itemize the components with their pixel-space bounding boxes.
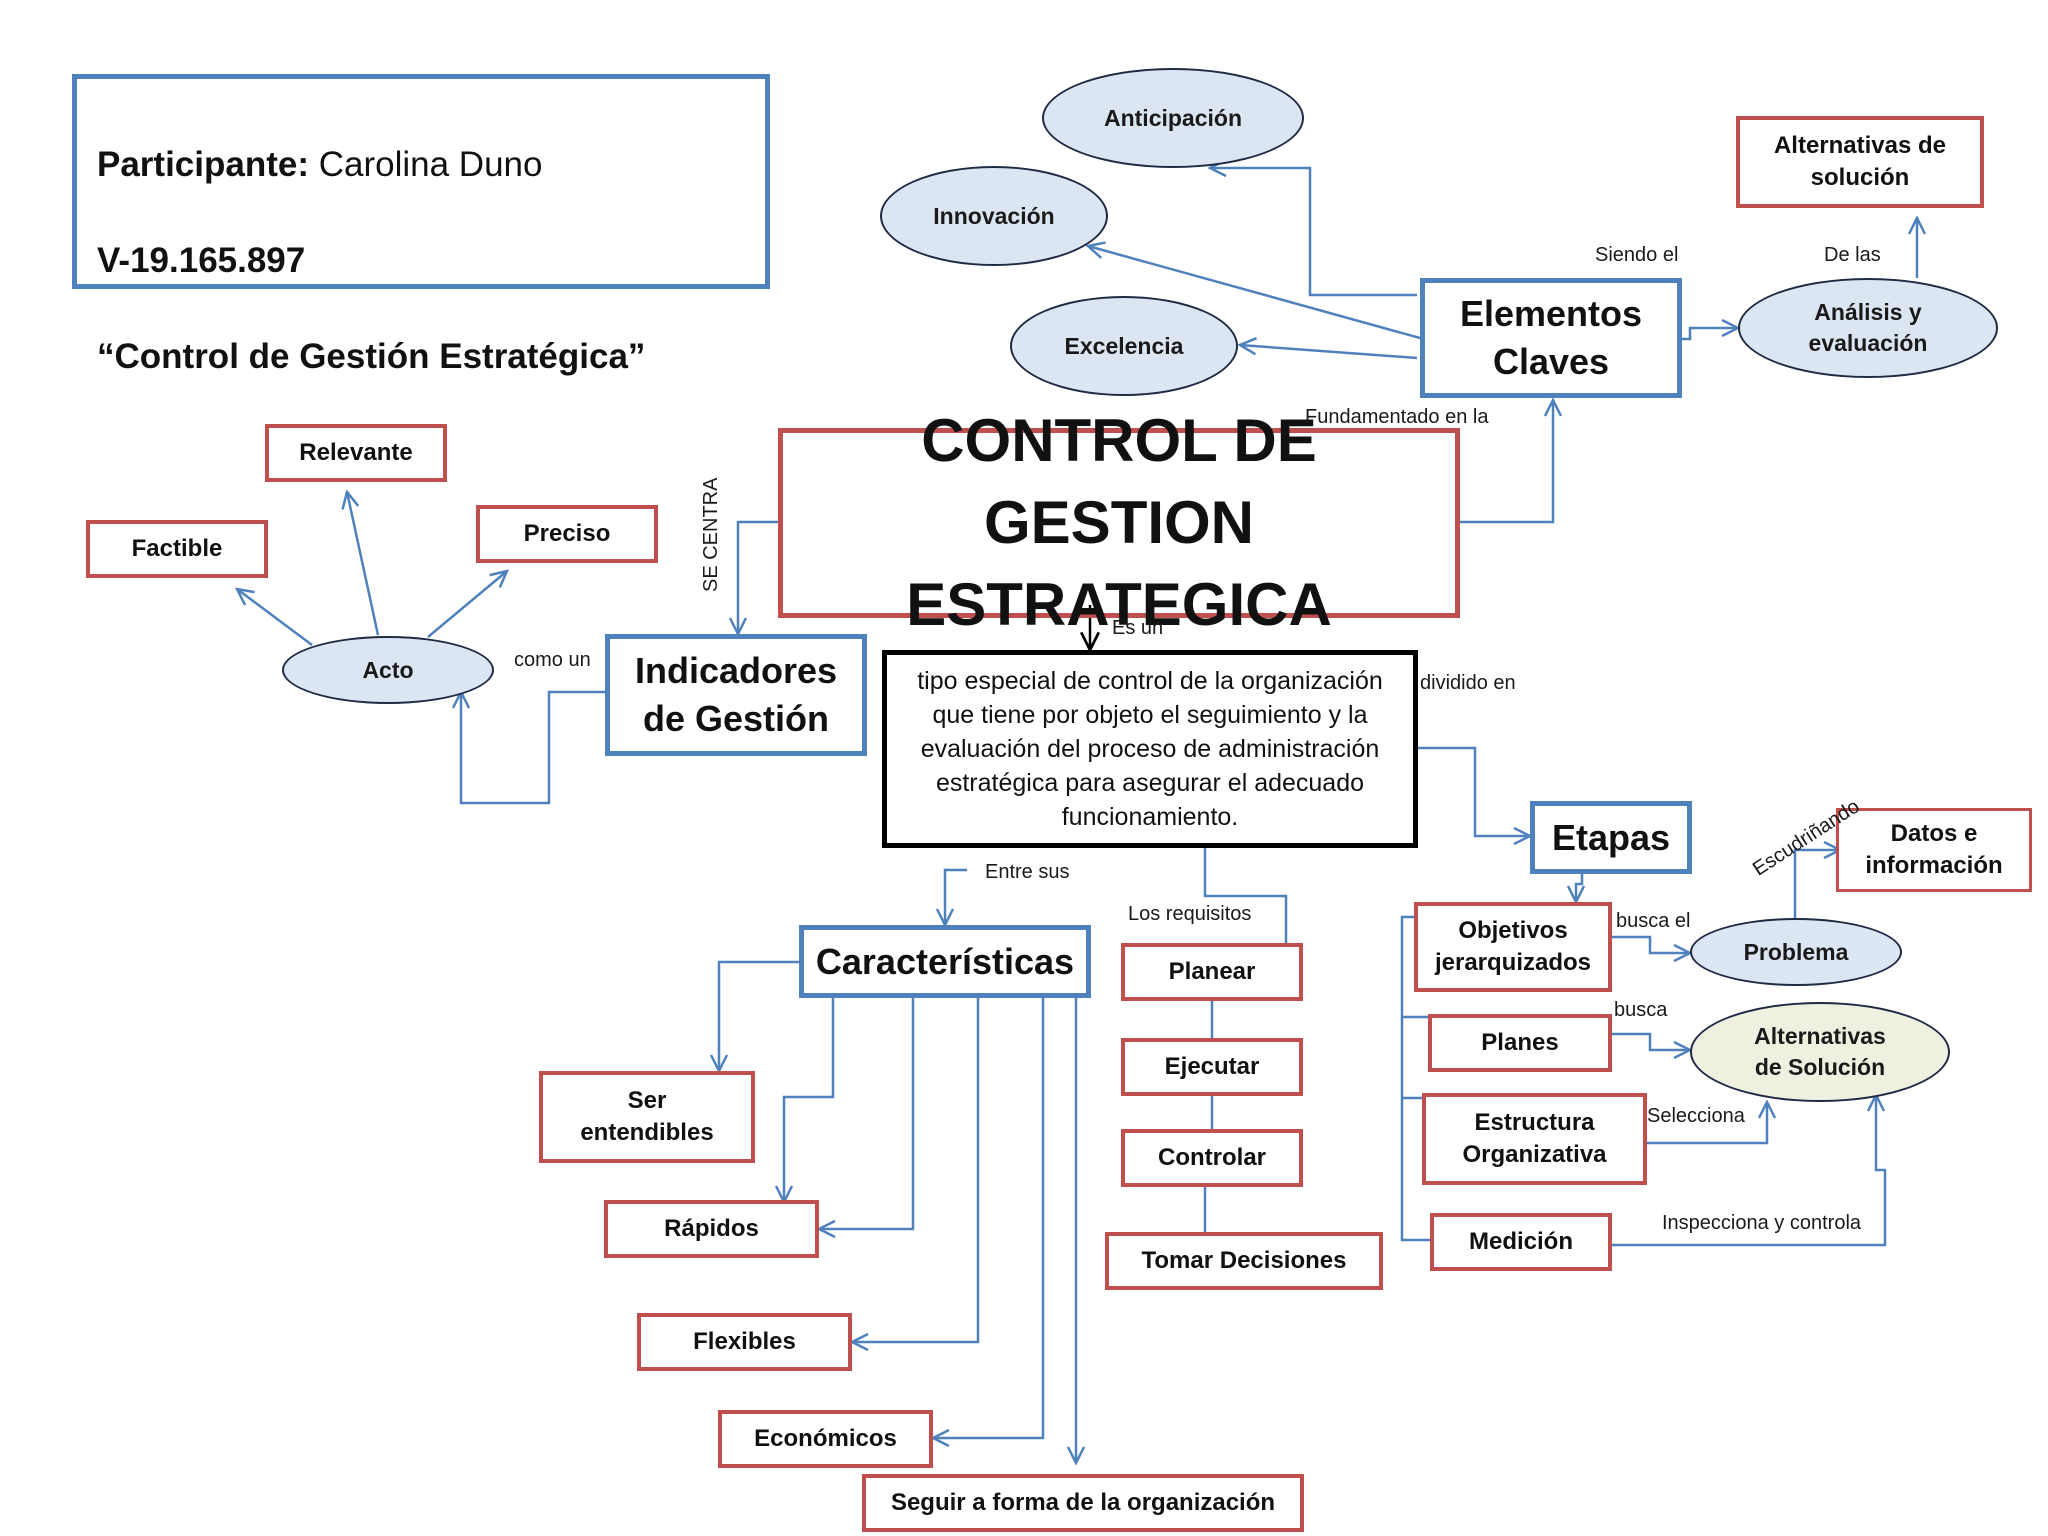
label-siendo-el: Siendo el xyxy=(1595,244,1679,266)
arrow-to-economicos xyxy=(933,998,1045,1438)
arrow-main-to-elementos xyxy=(1460,400,1553,524)
acto-node: Acto xyxy=(282,636,494,704)
planear-node: Planear xyxy=(1121,943,1303,1001)
preciso-node: Preciso xyxy=(476,505,658,563)
etapas-node: Etapas xyxy=(1530,801,1692,874)
excelencia-node: Excelencia xyxy=(1010,296,1238,396)
arrow-to-excelencia xyxy=(1240,345,1418,360)
anticipacion-node: Anticipación xyxy=(1042,68,1304,168)
arrow-planes-to-alternativas xyxy=(1612,1032,1690,1050)
arrow-to-innovacion xyxy=(1088,246,1421,340)
arrow-to-flexibles-r xyxy=(819,998,915,1229)
innovacion-node: Innovación xyxy=(880,166,1108,266)
indicadores-node: Indicadores de Gestión xyxy=(605,634,867,756)
arrow-medicion-to-alternativas xyxy=(1612,1095,1887,1247)
arrow-estructura-to-alternativas xyxy=(1647,1102,1767,1145)
subject-title: “Control de Gestión Estratégica” xyxy=(97,337,646,376)
objetivos-node: Objetivos jerarquizados xyxy=(1414,902,1612,992)
arrow-problema-to-datos xyxy=(1793,850,1840,918)
rapidos-node: Rápidos xyxy=(604,1200,819,1258)
problema-node: Problema xyxy=(1690,918,1902,986)
definition-box: tipo especial de control de la organizac… xyxy=(882,650,1418,848)
arrow-definition-to-etapas xyxy=(1418,746,1530,836)
arrow-to-ser-entendibles xyxy=(719,960,801,1071)
ejecutar-node: Ejecutar xyxy=(1121,1038,1303,1096)
label-inspecciona: Inspecciona y controla xyxy=(1662,1212,1862,1234)
arrow-main-to-indicadores xyxy=(738,520,778,634)
arrow-to-anticipacion xyxy=(1210,168,1417,297)
analisis-node: Análisis y evaluación xyxy=(1738,278,1998,378)
label-dividido-en: dividido en xyxy=(1420,672,1516,694)
label-selecciona: Selecciona xyxy=(1647,1105,1745,1127)
planes-node: Planes xyxy=(1428,1014,1612,1072)
label-entre-sus: Entre sus xyxy=(985,861,1070,883)
economicos-node: Económicos xyxy=(718,1410,933,1468)
medicion-node: Medición xyxy=(1430,1213,1612,1271)
label-busca: busca xyxy=(1614,999,1668,1021)
label-como-un: como un xyxy=(514,649,591,671)
arrow-to-caracteristicas xyxy=(945,868,967,925)
alternativas-solucion-node: Alternativas de Solución xyxy=(1690,1002,1950,1102)
label-de-las: De las xyxy=(1824,244,1881,266)
datos-node: Datos e información xyxy=(1836,808,2032,892)
arrow-acto-to-preciso xyxy=(427,571,507,638)
connector-requisitos xyxy=(1203,848,1288,943)
label-se-centra: SE CENTRA xyxy=(700,477,722,592)
participant-id: V-19.165.897 xyxy=(97,241,306,280)
arrow-acto-to-relevante xyxy=(347,492,380,636)
controlar-node: Controlar xyxy=(1121,1129,1303,1187)
arrow-to-analisis xyxy=(1682,328,1738,341)
label-los-requisitos: Los requisitos xyxy=(1128,903,1252,925)
label-busca-el: busca el xyxy=(1616,910,1691,932)
tomar-decisiones-node: Tomar Decisiones xyxy=(1105,1232,1383,1290)
ser-entendibles-node: Ser entendibles xyxy=(539,1071,755,1163)
caracteristicas-node: Características xyxy=(799,925,1091,998)
relevante-node: Relevante xyxy=(265,424,447,482)
arrow-to-rapidos xyxy=(784,998,835,1202)
arrow-indicadores-to-acto xyxy=(461,692,605,805)
arrow-to-flexibles xyxy=(852,998,980,1342)
arrow-objetivos-to-problema xyxy=(1612,935,1690,953)
seguir-node: Seguir a forma de la organización xyxy=(862,1474,1304,1532)
header-box: Participante: Carolina Duno V-19.165.897… xyxy=(72,74,770,376)
arrow-etapas-to-objetivos xyxy=(1576,874,1582,902)
connector-etapas-bracket xyxy=(1400,915,1430,1242)
factible-node: Factible xyxy=(86,520,268,578)
alternativas-solucion-top-node: Alternativas de solución xyxy=(1736,116,1984,208)
participant-name: Carolina Duno xyxy=(309,145,543,184)
elementos-claves-node: Elementos Claves xyxy=(1420,278,1682,398)
estructura-node: Estructura Organizativa xyxy=(1422,1093,1647,1185)
label-es-un: Es un xyxy=(1112,617,1164,639)
label-fundamentado: Fundamentado en la xyxy=(1305,406,1489,428)
participant-label: Participante: xyxy=(97,145,309,184)
flexibles-node: Flexibles xyxy=(637,1313,852,1371)
main-title: CONTROL DE GESTION ESTRATEGICA xyxy=(778,407,1460,638)
arrow-acto-to-factible xyxy=(237,589,313,647)
